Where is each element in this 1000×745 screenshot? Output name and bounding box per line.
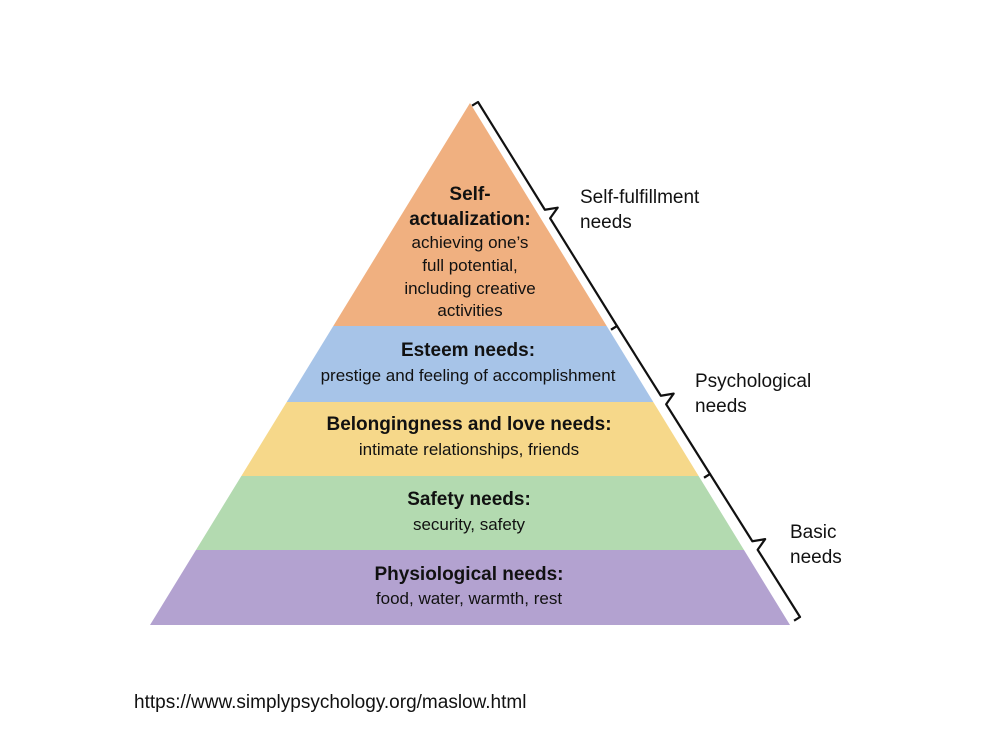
- brace-basic: [703, 472, 802, 622]
- tier-description-safety: security, safety: [413, 515, 526, 534]
- tier-band-physiological: [150, 550, 790, 625]
- tier-title-belongingness: Belongingness and love needs:: [326, 414, 611, 435]
- tier-physiological: Physiological needs: food, water, warmth,…: [150, 550, 790, 625]
- group-label-psychological: Psychological: [695, 371, 811, 392]
- pyramid-tiers: Self-actualization: achieving one’s full p…: [150, 103, 790, 625]
- tier-description-self-actualization: including creative: [404, 279, 535, 298]
- tier-self-actualization: Self-actualization: achieving one’s full p…: [333, 103, 607, 326]
- group-label-self-fulfillment: needs: [580, 212, 632, 233]
- source-url[interactable]: https://www.simplypsychology.org/maslow.…: [134, 692, 527, 713]
- group-label-basic: Basic: [790, 522, 836, 543]
- tier-band-belongingness: [241, 402, 699, 476]
- tier-description-self-actualization: activities: [437, 301, 502, 320]
- group-label-psychological: needs: [695, 396, 747, 417]
- tier-description-physiological: food, water, warmth, rest: [376, 589, 562, 608]
- tier-band-safety: [195, 476, 745, 550]
- tier-description-belongingness: intimate relationships, friends: [359, 440, 579, 459]
- tier-band-self-actualization: [333, 103, 607, 326]
- tier-title-physiological: Physiological needs:: [375, 564, 564, 585]
- tier-safety: Safety needs: security, safety: [195, 476, 745, 550]
- tier-description-self-actualization: achieving one’s: [412, 233, 529, 252]
- tier-title-esteem: Esteem needs:: [401, 340, 535, 361]
- group-braces: Self-fulfillmentneedsPsychologicalneedsB…: [471, 100, 842, 622]
- tier-description-esteem: prestige and feeling of accomplishment: [321, 366, 616, 385]
- tier-belongingness: Belongingness and love needs: intimate re…: [241, 402, 699, 476]
- tier-description-self-actualization: full potential,: [422, 256, 517, 275]
- group-label-self-fulfillment: Self-fulfillment: [580, 187, 700, 208]
- tier-esteem: Esteem needs: prestige and feeling of acc…: [286, 326, 654, 402]
- tier-title-self-actualization: actualization:: [409, 209, 530, 230]
- tier-title-self-actualization: Self-: [449, 184, 490, 205]
- group-label-basic: needs: [790, 547, 842, 568]
- tier-band-esteem: [286, 326, 654, 402]
- tier-title-safety: Safety needs:: [407, 489, 531, 510]
